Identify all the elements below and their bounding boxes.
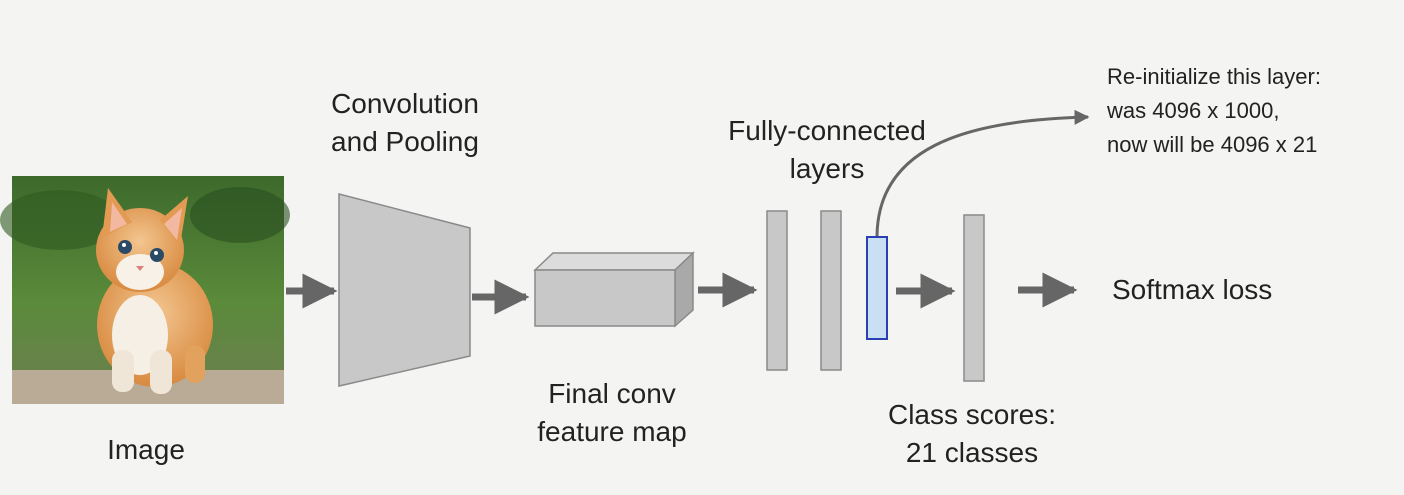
image-label: Image — [107, 434, 185, 465]
annotation-line3: now will be 4096 x 21 — [1107, 132, 1318, 157]
reinit-annotation-arrow — [875, 109, 1090, 237]
conv-label-line1: Convolution — [331, 88, 479, 119]
arrows — [286, 272, 1078, 315]
feature-map-block — [533, 251, 695, 328]
fc-label-line2: layers — [789, 153, 865, 184]
annotation-line1: Re-initialize this layer: — [1107, 64, 1321, 89]
class-scores-label: Class scores: 21 classes — [862, 396, 1082, 472]
kitten-image — [0, 176, 290, 404]
scores-label-line2: 21 classes — [905, 437, 1039, 468]
fc-label-line1: Fully-connected — [728, 115, 926, 146]
final-label-line1: Final conv — [548, 378, 676, 409]
softmax-label: Softmax loss — [1112, 274, 1273, 305]
conv-label-line2: and Pooling — [331, 126, 479, 157]
fc-layer-2 — [820, 210, 842, 371]
fc-layer-1 — [766, 210, 788, 371]
conv-pooling-block — [338, 193, 471, 387]
fc-layer-highlighted — [866, 236, 888, 340]
annotation-line2: was 4096 x 1000, — [1107, 98, 1280, 123]
conv-pooling-label: Convolution and Pooling — [305, 85, 505, 161]
class-scores-layer — [963, 214, 985, 382]
scores-label-line1: Class scores: — [887, 399, 1057, 430]
fully-connected-label: Fully-connected layers — [702, 112, 952, 188]
final-conv-label: Final conv feature map — [512, 375, 712, 451]
final-label-line2: feature map — [537, 416, 687, 447]
reinit-annotation: Re-initialize this layer: was 4096 x 100… — [1107, 60, 1321, 162]
